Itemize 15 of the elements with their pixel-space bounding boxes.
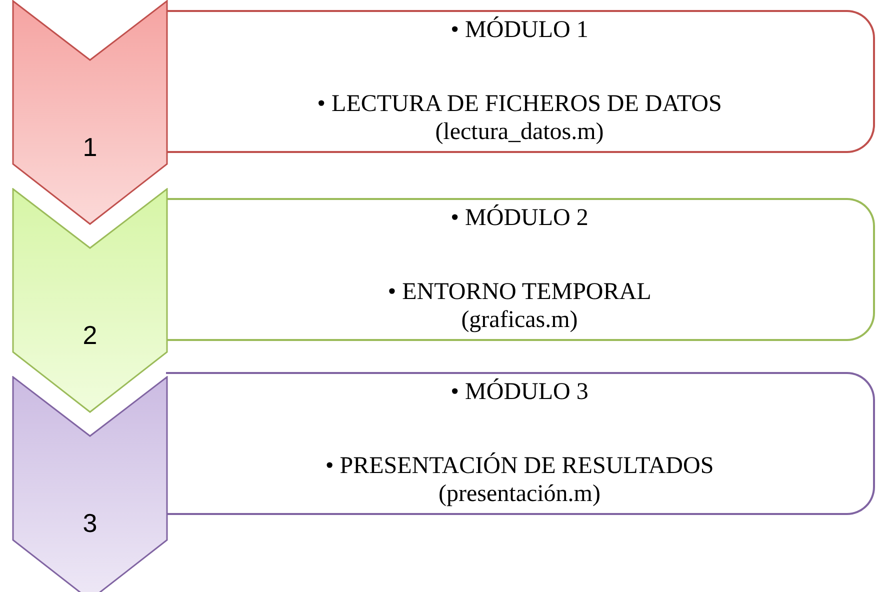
module-heading: • MÓDULO 1	[450, 16, 588, 44]
step-number: 3	[82, 508, 98, 539]
module-card	[166, 198, 875, 341]
file-name: (graficas.m)	[461, 306, 578, 334]
module-title: • PRESENTACIÓN DE RESULTADOS	[325, 452, 714, 480]
file-name: (lectura_datos.m)	[435, 118, 604, 146]
module-heading: • MÓDULO 3	[450, 378, 588, 406]
module-title: • ENTORNO TEMPORAL	[388, 278, 652, 306]
module-heading: • MÓDULO 2	[450, 204, 588, 232]
module-card	[166, 10, 875, 153]
step-number: 1	[82, 132, 98, 163]
module-card	[166, 372, 875, 515]
file-name: (presentación.m)	[438, 480, 600, 508]
module-title: • LECTURA DE FICHEROS DE DATOS	[317, 90, 722, 118]
step-number: 2	[82, 320, 98, 351]
